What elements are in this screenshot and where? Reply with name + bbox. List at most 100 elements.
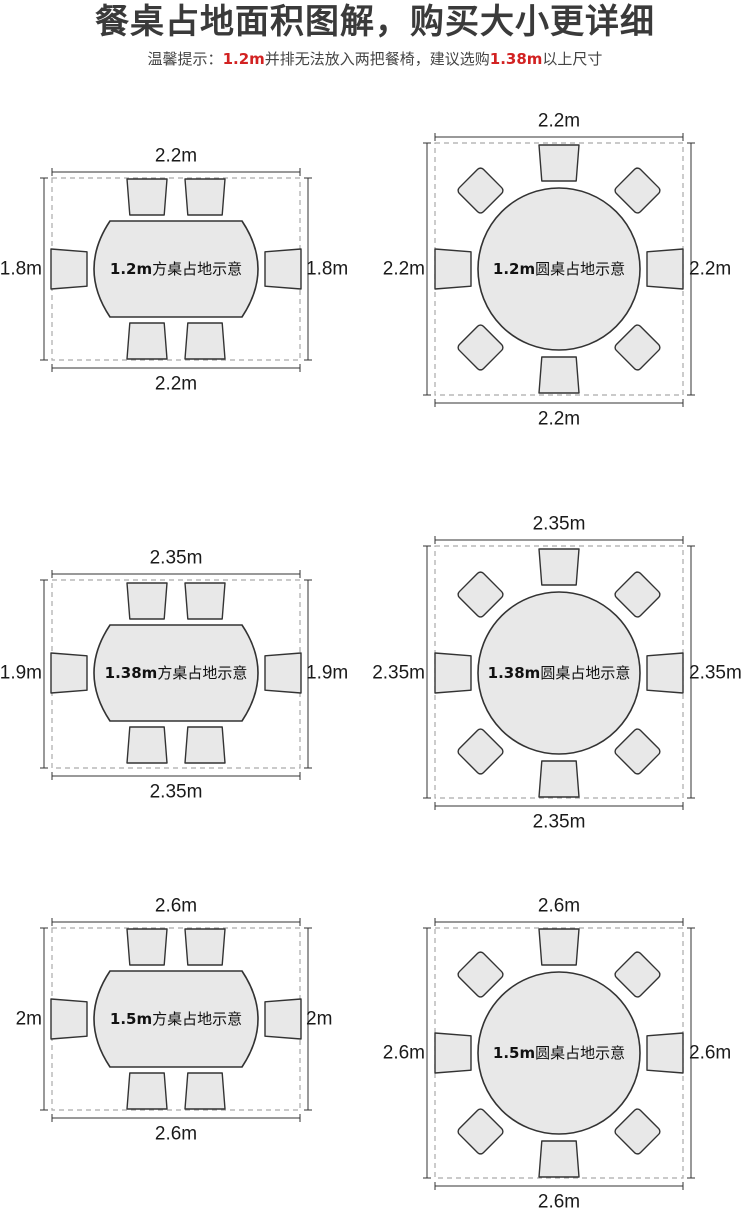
chair	[646, 652, 684, 694]
chair	[538, 548, 580, 586]
chair	[614, 951, 661, 998]
chair	[646, 248, 684, 290]
table-desc: 圆桌占地示意	[540, 664, 630, 682]
dim-bottom-label: 2.2m	[538, 409, 580, 430]
dim-bottom-label: 2.2m	[155, 374, 197, 395]
diagram-6: 2.6m 2.6m 2.6m 2.6m 1.5m圆桌占地示意	[383, 896, 732, 1213]
table-label: 1.5m方桌占地示意	[110, 1010, 242, 1028]
table-top	[477, 971, 641, 1135]
table-label: 1.2m方桌占地示意	[110, 260, 242, 278]
diagram-4: 2.35m 2.35m 2.35m 2.35m 1.38m圆桌占地示意	[372, 514, 742, 833]
dim-left-label: 1.8m	[0, 259, 42, 280]
table-label: 1.2m圆桌占地示意	[493, 260, 625, 278]
table-size: 1.2m	[110, 260, 152, 278]
table-desc: 方桌占地示意	[152, 1010, 242, 1028]
table-label: 1.38m方桌占地示意	[105, 664, 248, 682]
chair	[126, 726, 168, 764]
table-size: 1.2m	[493, 260, 535, 278]
tip-text: 温馨提示：1.2m并排无法放入两把餐椅，建议选购1.38m以上尺寸	[0, 48, 750, 69]
chair	[264, 998, 302, 1040]
table-top	[93, 220, 259, 318]
chair	[538, 1140, 580, 1178]
dim-bottom-label: 2.6m	[538, 1192, 580, 1213]
dim-top-label: 2.6m	[538, 896, 580, 917]
diagram-5: 2.6m 2.6m 2m 2m 1.5m方桌占地示意	[16, 896, 333, 1145]
table-desc: 圆桌占地示意	[535, 260, 625, 278]
chair	[126, 928, 168, 966]
page-title: 餐桌占地面积图解，购买大小更详细	[95, 2, 655, 42]
chair	[434, 248, 472, 290]
dim-left-label: 2.6m	[383, 1043, 425, 1064]
tip-size-2: 1.38m	[489, 50, 543, 68]
tip-middle: 并排无法放入两把餐椅，建议选购	[264, 50, 490, 68]
chair	[184, 582, 226, 620]
chair	[50, 998, 88, 1040]
chair	[538, 928, 580, 966]
table-desc: 方桌占地示意	[157, 664, 247, 682]
chair	[434, 652, 472, 694]
chair	[457, 951, 504, 998]
dim-right-label: 2.2m	[689, 259, 731, 280]
diagram-1: 2.2m 2.2m 1.8m 1.8m 1.2m方桌占地示意	[0, 146, 348, 395]
table-desc: 圆桌占地示意	[535, 1044, 625, 1062]
chair	[184, 1072, 226, 1110]
chair	[126, 178, 168, 216]
chair	[538, 356, 580, 394]
table-top	[477, 187, 641, 351]
chair	[646, 1032, 684, 1074]
chair	[434, 1032, 472, 1074]
dim-top-label: 2.2m	[155, 146, 197, 167]
chair	[614, 167, 661, 214]
dim-left-label: 2.2m	[383, 259, 425, 280]
chair	[457, 1108, 504, 1155]
chair	[614, 571, 661, 618]
chair	[457, 728, 504, 775]
chair	[126, 322, 168, 360]
dim-bottom-label: 2.35m	[533, 812, 586, 833]
table-size: 1.5m	[493, 1044, 535, 1062]
dim-left-label: 1.9m	[0, 663, 42, 684]
chair	[126, 582, 168, 620]
tip-suffix: 以上尺寸	[542, 50, 603, 68]
dim-right-label: 2m	[306, 1009, 332, 1030]
table-top	[477, 591, 641, 755]
chair	[184, 928, 226, 966]
dim-left-label: 2.35m	[372, 663, 425, 684]
chair	[184, 322, 226, 360]
chair	[614, 728, 661, 775]
table-desc: 方桌占地示意	[152, 260, 242, 278]
dim-top-label: 2.35m	[150, 548, 203, 569]
table-top	[93, 624, 259, 722]
chair	[264, 248, 302, 290]
dim-top-label: 2.35m	[533, 514, 586, 535]
dim-left-label: 2m	[16, 1009, 42, 1030]
tip-size-1: 1.2m	[222, 50, 265, 68]
chair	[126, 1072, 168, 1110]
table-size: 1.38m	[105, 664, 158, 682]
chair	[184, 178, 226, 216]
chair	[538, 760, 580, 798]
dim-top-label: 2.6m	[155, 896, 197, 917]
chair	[457, 167, 504, 214]
chair	[457, 571, 504, 618]
chair	[50, 652, 88, 694]
dim-bottom-label: 2.6m	[155, 1124, 197, 1145]
dim-right-label: 2.35m	[689, 663, 742, 684]
table-top	[93, 970, 259, 1068]
table-size: 1.38m	[488, 664, 541, 682]
chair	[614, 324, 661, 371]
chair	[538, 144, 580, 182]
chair	[614, 1108, 661, 1155]
dim-right-label: 2.6m	[689, 1043, 731, 1064]
table-label: 1.5m圆桌占地示意	[493, 1044, 625, 1062]
chair	[264, 652, 302, 694]
chair	[184, 726, 226, 764]
chair	[457, 324, 504, 371]
dim-right-label: 1.9m	[306, 663, 348, 684]
table-size: 1.5m	[110, 1010, 152, 1028]
dim-right-label: 1.8m	[306, 259, 348, 280]
chair	[50, 248, 88, 290]
